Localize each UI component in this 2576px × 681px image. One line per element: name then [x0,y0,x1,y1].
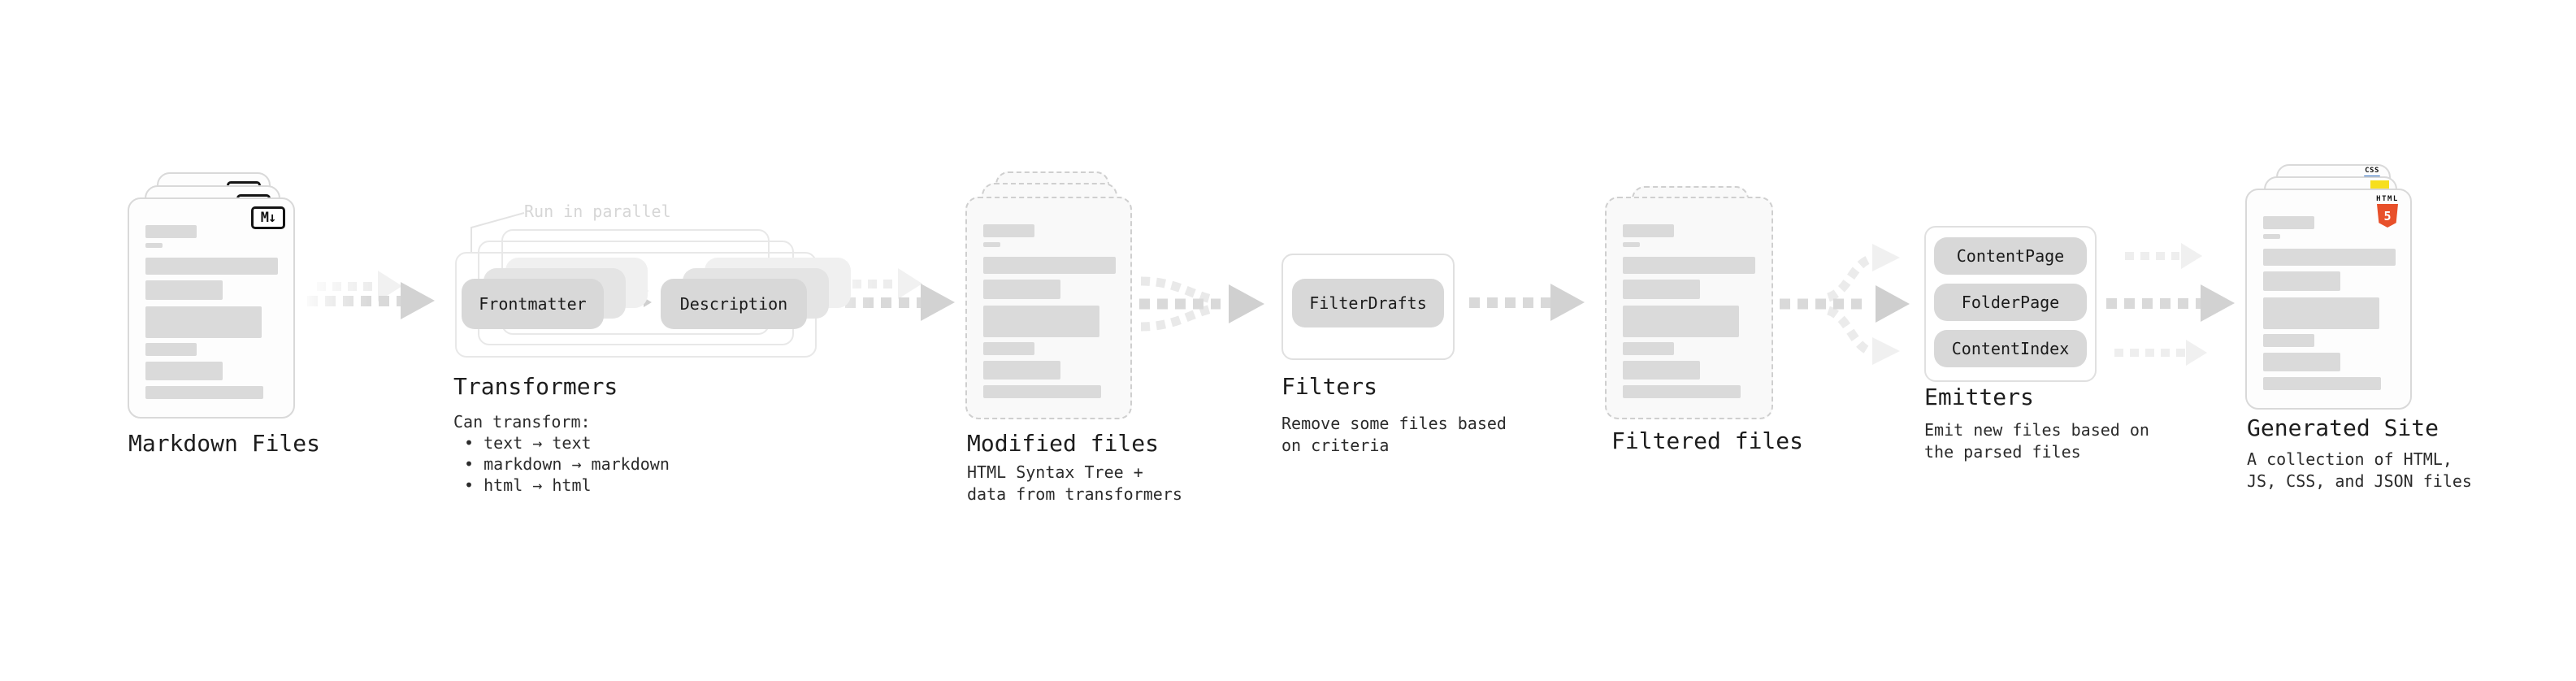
stage-title: Modified files [967,430,1160,457]
placeholder-bar [1623,257,1755,274]
placeholder-bar [983,257,1116,274]
description-line: A collection of HTML, [2247,449,2452,469]
placeholder-bar [2263,377,2381,390]
arrow-dashes [2106,298,2201,309]
fan-in-arrow [1139,276,1264,332]
arrow-dashes [2114,349,2186,357]
placeholder-bar [145,306,262,338]
stage-title: Transformers [453,373,618,400]
placeholder-bar [983,224,1034,237]
node-contentpage: ContentPage [1934,237,2087,275]
arrow-fade [304,264,371,323]
stage-description: Emit new files based on the parsed files [1924,419,2149,463]
placeholder-bar [145,386,263,399]
placeholder-bar [1623,242,1640,247]
placeholder-bar [2263,249,2396,266]
stage-title: Filtered files [1611,427,1804,454]
description-line: Emit new files based on [1924,420,2149,440]
placeholder-bar [145,362,223,380]
arrow-head [2181,243,2202,269]
placeholder-bar [1623,306,1739,337]
bullet-item: • text → text [464,433,592,453]
stage-title: Generated Site [2247,414,2439,441]
description-line: HTML Syntax Tree + [967,462,1143,482]
html5-icon-shield: 5 [2377,204,2398,228]
markdown-icon: M↓ [251,206,285,229]
placeholder-bar [2263,234,2280,239]
document-card-front [965,197,1132,419]
placeholder-bar [145,343,197,356]
bullet-item: • html → html [464,475,592,495]
fan-out-arrow [1780,244,1910,365]
placeholder-bar [983,280,1060,299]
description-line: on criteria [1281,436,1390,455]
placeholder-bar [1623,280,1700,299]
placeholder-bar [983,385,1101,398]
placeholder-bar [1623,385,1741,398]
arrow-ghost-head [898,268,922,299]
placeholder-bar [145,258,278,275]
placeholder-bar [2263,216,2314,229]
arrow-dashes [2125,252,2179,260]
stage-description: A collection of HTML, JS, CSS, and JSON … [2247,449,2472,492]
description-line: the parsed files [1924,442,2081,462]
html5-icon: HTML 5 [2374,195,2400,228]
placeholder-bar [2263,353,2340,371]
description-line: Can transform: [453,412,591,432]
description-line: JS, CSS, and JSON files [2247,471,2472,491]
callout-label: Run in parallel [524,202,671,221]
placeholder-bar [983,361,1060,380]
placeholder-bar [145,225,197,238]
stage-description: Can transform: • text → text • markdown … [453,411,670,496]
arrow-dashes [1469,297,1550,308]
stage-title: Markdown Files [128,430,321,457]
stage-title: Emitters [1924,384,2034,410]
placeholder-bar [145,280,223,300]
node-description: Description [661,279,807,329]
callout-line [471,212,525,252]
placeholder-bar [983,306,1099,337]
arrow-head [2186,340,2207,366]
node-folderpage: FolderPage [1934,284,2087,321]
arrow-head [1550,284,1585,321]
placeholder-bar [983,342,1034,355]
placeholder-bar [2263,297,2379,329]
bullet-item: • markdown → markdown [464,454,670,474]
placeholder-bar [145,243,163,248]
document-card-html: HTML 5 [2245,189,2412,410]
arrow-head [2201,284,2235,322]
placeholder-bar [1623,361,1700,380]
document-card-front: M↓ [128,197,295,419]
description-line: Remove some files based [1281,414,1507,433]
placeholder-bar [1623,224,1674,237]
stage-description: Remove some files based on criteria [1281,413,1507,457]
placeholder-bar [2263,334,2314,347]
node-frontmatter: Frontmatter [462,279,604,329]
arrow-head [921,284,955,321]
stage-description: HTML Syntax Tree + data from transformer… [967,462,1182,505]
description-line: data from transformers [967,484,1182,504]
placeholder-bar [1623,342,1674,355]
placeholder-bar [2263,271,2340,291]
placeholder-bar [983,242,1000,247]
stage-title: Filters [1281,373,1378,400]
arrow-head [401,282,435,319]
node-contentindex: ContentIndex [1934,330,2087,367]
document-card-front [1605,197,1773,419]
css-icon-label: CSS [2365,167,2379,175]
node-filterdrafts: FilterDrafts [1292,279,1444,327]
html5-icon-label: HTML [2376,195,2399,203]
